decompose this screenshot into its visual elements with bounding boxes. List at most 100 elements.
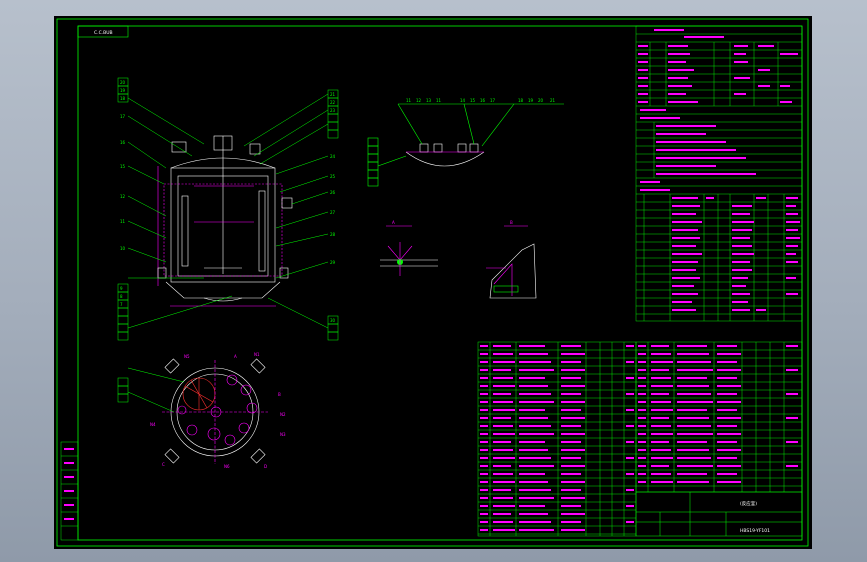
svg-text:N1: N1 xyxy=(254,352,260,357)
table-cell-text xyxy=(480,401,488,403)
table-cell-text xyxy=(626,441,634,443)
table-cell-text xyxy=(677,481,709,483)
svg-text:15: 15 xyxy=(470,98,476,103)
leader-lines-left xyxy=(117,77,339,341)
table-cell-text xyxy=(480,465,488,467)
table-cell-text xyxy=(519,457,551,459)
table-cell-text xyxy=(626,393,634,395)
table-cell-text xyxy=(561,521,581,523)
table-cell-text xyxy=(677,369,713,371)
table-cell-text xyxy=(480,377,488,379)
svg-text:7: 7 xyxy=(120,302,123,307)
svg-text:13: 13 xyxy=(426,98,432,103)
inner-border xyxy=(77,25,803,541)
table-cell-text xyxy=(519,353,548,355)
table-cell-text xyxy=(638,385,646,387)
table-cell-text xyxy=(638,401,646,403)
table-cell-text xyxy=(638,417,646,419)
spec-table-text-marks xyxy=(638,29,798,191)
table-cell-text xyxy=(717,409,737,411)
table-cell-text xyxy=(717,433,741,435)
table-cell-text xyxy=(717,393,737,395)
svg-text:N2: N2 xyxy=(280,412,286,417)
baffle-detail xyxy=(367,103,564,187)
table-cell-text xyxy=(651,417,669,419)
svg-text:17: 17 xyxy=(120,114,126,119)
table-cell-text xyxy=(561,425,581,427)
svg-text:14: 14 xyxy=(460,98,466,103)
svg-text:10: 10 xyxy=(120,246,126,251)
table-cell-text xyxy=(493,385,515,387)
table-cell-text xyxy=(493,457,515,459)
table-cell-text xyxy=(651,409,673,411)
table-cell-text xyxy=(493,425,513,427)
table-cell-text xyxy=(626,377,634,379)
table-cell-text xyxy=(519,385,548,387)
table-cell-text xyxy=(626,521,634,523)
table-cell-text xyxy=(638,369,646,371)
svg-text:18: 18 xyxy=(120,96,126,101)
table-cell-text xyxy=(717,457,737,459)
svg-text:15: 15 xyxy=(120,164,126,169)
table-cell-text xyxy=(717,481,741,483)
table-cell-text xyxy=(561,489,581,491)
nozzle-left xyxy=(171,141,187,153)
title-block xyxy=(635,491,803,537)
table-cell-text xyxy=(519,489,551,491)
table-cell-text xyxy=(519,473,545,475)
table-cell-text xyxy=(651,441,669,443)
table-cell-text xyxy=(480,409,488,411)
table-cell-text xyxy=(677,473,707,475)
svg-text:B: B xyxy=(278,392,281,397)
table-cell-text xyxy=(561,473,581,475)
table-cell-text xyxy=(677,425,711,427)
table-cell-text xyxy=(561,433,585,435)
table-cell-text xyxy=(677,385,709,387)
table-cell-text xyxy=(493,401,513,403)
table-cell-text xyxy=(519,521,551,523)
leader-lines-plan xyxy=(117,367,185,413)
table-cell-text xyxy=(561,377,581,379)
table-cell-text xyxy=(651,353,671,355)
table-cell-text xyxy=(651,393,669,395)
svg-text:B: B xyxy=(510,220,513,225)
table-cell-text xyxy=(677,361,711,363)
svg-text:19: 19 xyxy=(528,98,534,103)
table-cell-text xyxy=(561,353,585,355)
table-cell-text xyxy=(519,481,548,483)
table-cell-text xyxy=(519,465,554,467)
table-cell-text xyxy=(561,529,585,531)
svg-text:N5: N5 xyxy=(184,354,190,359)
table-cell-text xyxy=(651,433,673,435)
table-rows xyxy=(478,345,802,535)
table-cell-text xyxy=(493,417,511,419)
table-cell-text xyxy=(519,377,545,379)
table-cell-text xyxy=(493,409,515,411)
table-cell-text xyxy=(638,473,646,475)
table-cell-text xyxy=(638,449,646,451)
table-cell-text xyxy=(493,521,513,523)
table-cell-text xyxy=(638,345,646,347)
table-cell-text xyxy=(519,393,551,395)
table-cell-text xyxy=(717,441,737,443)
table-cell-text xyxy=(493,369,511,371)
table-cell-text xyxy=(480,457,488,459)
table-cell-text xyxy=(480,481,488,483)
table-cell-text xyxy=(480,489,488,491)
table-cell-text xyxy=(519,441,545,443)
svg-text:21: 21 xyxy=(330,92,336,97)
svg-text:18: 18 xyxy=(518,98,524,103)
table-cell-text xyxy=(480,449,488,451)
table-cell-text xyxy=(717,353,741,355)
table-cell-text xyxy=(651,385,673,387)
table-cell-text xyxy=(638,377,646,379)
internal-pipe-right xyxy=(258,190,266,272)
table-cell-text xyxy=(480,361,488,363)
table-cell-text xyxy=(638,361,646,363)
table-cell-text xyxy=(626,457,634,459)
table-cell-text xyxy=(493,361,515,363)
bottom-head xyxy=(165,281,281,299)
table-cell-text xyxy=(626,361,634,363)
table-cell-text xyxy=(493,505,515,507)
cad-viewport[interactable]: C.C.BUB xyxy=(54,16,812,549)
